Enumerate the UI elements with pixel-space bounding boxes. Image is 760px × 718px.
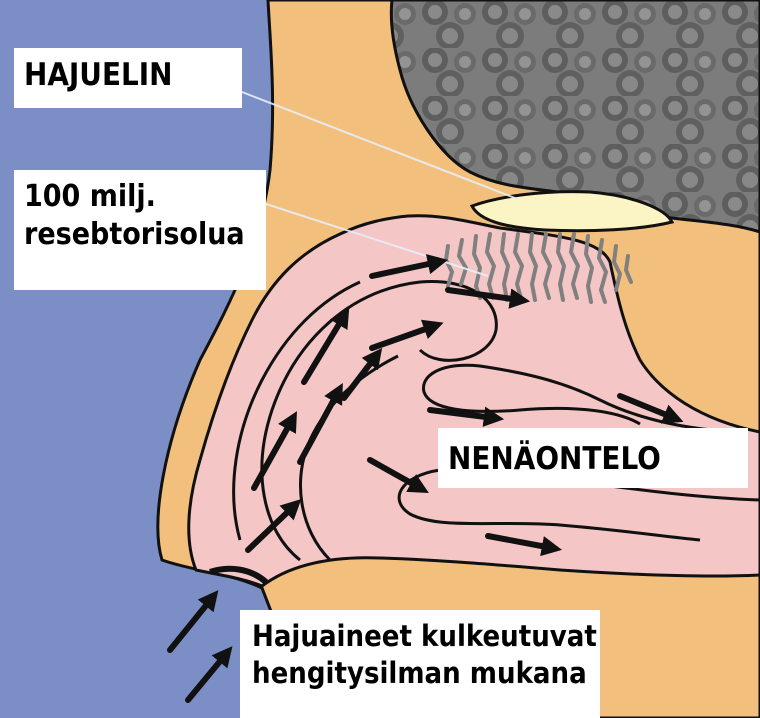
- label-receptor-cells: 100 milj. resebtorisolua: [14, 170, 266, 290]
- caption-line2: hengitysilman mukana: [252, 655, 600, 692]
- label-nasal-cavity: NENÄONTELO: [438, 428, 748, 488]
- label-caption: Hajuaineet kulkeutuvat hengitysilman muk…: [240, 610, 600, 718]
- label-olfactory-bulb: HAJUELIN: [14, 48, 242, 108]
- label-receptor-line1: 100 milj.: [24, 178, 266, 216]
- label-olfactory-bulb-text: HAJUELIN: [24, 56, 242, 96]
- caption-line1: Hajuaineet kulkeutuvat: [252, 618, 600, 655]
- label-nasal-cavity-text: NENÄONTELO: [448, 440, 748, 480]
- label-receptor-line2: resebtorisolua: [24, 216, 266, 254]
